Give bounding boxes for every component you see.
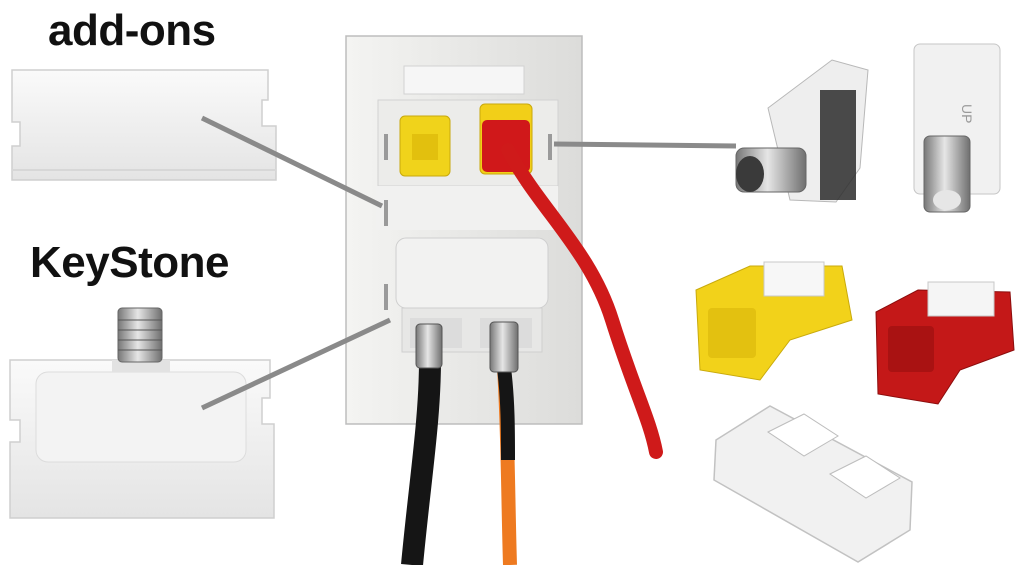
cables xyxy=(401,143,663,565)
leader-lines xyxy=(200,115,737,411)
dual-keystone-frame xyxy=(713,405,913,563)
f-keystone-module: UP xyxy=(913,43,1001,213)
blank-insert-module xyxy=(11,69,277,181)
st-fiber-connector-icon xyxy=(489,321,519,373)
red-keystone-jack xyxy=(479,103,533,175)
red-rj45-keystone-jack xyxy=(875,281,1015,405)
st-fiber-keystone-module xyxy=(735,59,869,203)
f-connector-icon xyxy=(117,307,163,363)
keystone-insert-module xyxy=(9,307,275,519)
wall-faceplate xyxy=(345,35,583,425)
f-module-marking: UP xyxy=(959,104,975,123)
coax-connector-icon xyxy=(415,323,443,369)
yellow-rj45-keystone-jack xyxy=(695,261,853,381)
yellow-keystone-jack xyxy=(399,115,451,177)
keystone-label: KeyStone xyxy=(30,238,229,287)
add-ons-label: add-ons xyxy=(48,6,216,55)
